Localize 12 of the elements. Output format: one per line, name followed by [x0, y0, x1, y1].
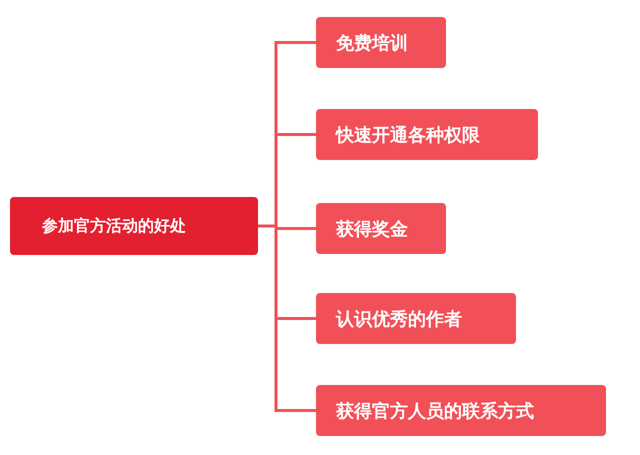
- node-label: 获得奖金: [336, 218, 408, 240]
- node-label: 快速开通各种权限: [336, 124, 480, 146]
- node-label: 认识优秀的作者: [336, 308, 462, 330]
- branch-box: [316, 17, 446, 68]
- topic-box: [10, 197, 258, 255]
- node-label: 参加官方活动的好处: [42, 216, 186, 236]
- branch-box: [316, 293, 516, 344]
- node-label: 获得官方人员的联系方式: [336, 400, 534, 422]
- branch-box: [316, 203, 446, 254]
- branch-box: [316, 109, 538, 160]
- node-label: 免费培训: [336, 32, 408, 54]
- branch-box: [316, 385, 606, 436]
